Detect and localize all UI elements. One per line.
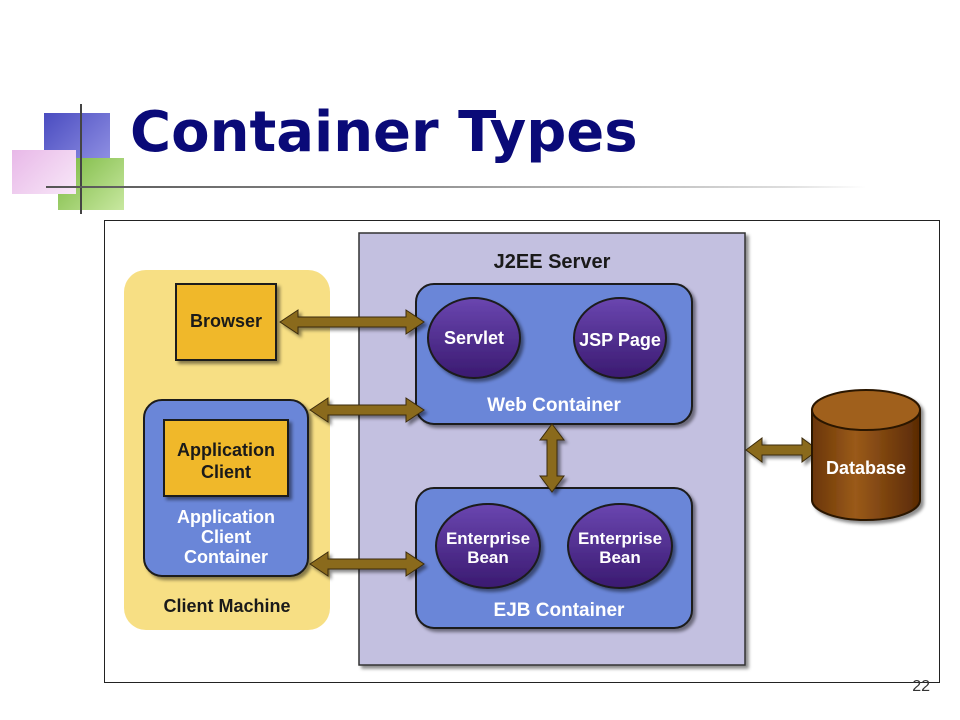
enterprise-bean-oval-1	[435, 503, 541, 589]
arrow-web-ejb	[539, 423, 565, 493]
arrow-appclient-ejb	[309, 551, 425, 577]
app-client-container-label-1: Application	[177, 507, 275, 527]
enterprise-bean-1-label-2: Bean	[467, 548, 509, 567]
app-client-container-label-3: Container	[184, 547, 268, 567]
enterprise-bean-1-label-1: Enterprise	[446, 529, 530, 548]
ejb-container-label: EJB Container	[494, 600, 626, 621]
client-machine-label: Client Machine	[163, 596, 290, 616]
slide-title: Container Types	[130, 100, 638, 165]
j2ee-server-label: J2EE Server	[494, 251, 611, 273]
web-container-label: Web Container	[487, 395, 621, 416]
arrow-appclient-web	[309, 397, 425, 423]
browser-box	[175, 283, 277, 361]
app-client-label-1: Application	[177, 440, 275, 460]
page-number: 22	[912, 678, 930, 695]
j2ee-diagram: Client Machine Browser Application Clien…	[124, 232, 921, 666]
enterprise-bean-2-label-1: Enterprise	[578, 529, 662, 548]
database-label: Database	[826, 458, 906, 478]
decor-horizontal-line	[46, 186, 866, 188]
app-client-box	[163, 419, 289, 497]
decor-vertical-line	[80, 104, 82, 214]
arrow-server-database	[745, 437, 819, 463]
app-client-label-2: Client	[201, 462, 251, 482]
enterprise-bean-2-label-2: Bean	[599, 548, 641, 567]
arrow-browser-servlet	[279, 309, 425, 335]
servlet-oval	[427, 297, 521, 379]
browser-label: Browser	[190, 311, 262, 331]
enterprise-bean-oval-2	[567, 503, 673, 589]
database-cylinder	[811, 389, 921, 521]
diagram-frame	[104, 220, 940, 683]
app-client-container-label-2: Client	[201, 527, 251, 547]
servlet-label: Servlet	[444, 328, 504, 348]
jsp-page-label: JSP Page	[579, 330, 661, 350]
jsp-page-oval	[573, 297, 667, 379]
